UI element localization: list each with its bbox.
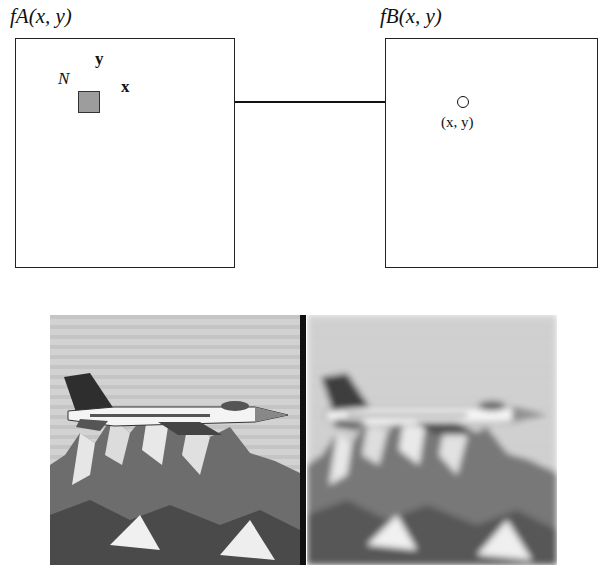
image-title: fB(x, y) — [380, 5, 442, 28]
neighborhood-square: N — [78, 91, 100, 113]
image-title: fA(x, y) — [10, 5, 72, 28]
photo-divider — [300, 315, 306, 565]
sharp-photo — [50, 315, 300, 565]
axis-label: y — [95, 50, 104, 69]
neighborhood-size: N — [58, 70, 69, 89]
blurred-photo — [307, 315, 557, 565]
axis-label: x — [121, 78, 130, 97]
image-frame: fB(x, y)(x, y) — [385, 38, 598, 268]
output-pixel: (x, y) — [457, 96, 469, 108]
pixel-coordinate: (x, y) — [441, 114, 474, 131]
image-frame: fA(x, y)N — [15, 38, 235, 268]
